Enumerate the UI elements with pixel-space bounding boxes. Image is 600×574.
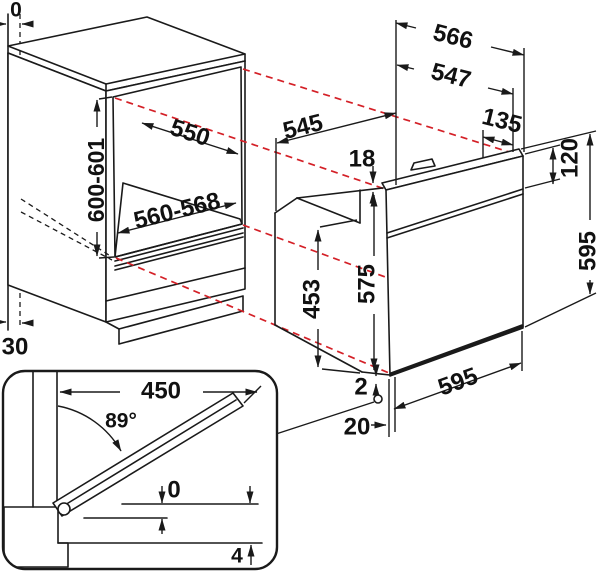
- dim-panel-height-label: 120: [557, 138, 584, 178]
- cabinet-drawing: [7, 16, 246, 345]
- dim-depth-total-label: 566: [430, 19, 475, 55]
- dim-width-label: 595: [435, 362, 482, 401]
- dim-door-length-label: 450: [141, 378, 181, 405]
- dim-overhang-label: 20: [344, 414, 371, 441]
- dim-wall-gap-label: 0: [10, 0, 22, 22]
- dim-top-gap-label: 18: [349, 146, 376, 173]
- dim-body-height-label: 453: [299, 279, 326, 319]
- dim-door-angle-label: 89°: [105, 410, 137, 433]
- dim-depth-body-label: 547: [428, 58, 473, 94]
- dim-body-depth-label: 545: [280, 109, 325, 145]
- door-clearance-inset: [1, 369, 279, 571]
- dim-plinth-label: 30: [2, 334, 29, 361]
- dim-front-height-label: 575: [354, 264, 381, 304]
- dim-front-depth-label: 135: [479, 103, 524, 139]
- door-hinge: [57, 502, 71, 516]
- oven-dimensions: [275, 20, 597, 437]
- dim-protrusion-label: 4: [231, 545, 243, 568]
- dim-niche-height-label: 600-601: [83, 138, 109, 223]
- dim-bottom-gap-label: 2: [354, 374, 367, 401]
- dim-flush-gap-label: 0: [167, 477, 180, 504]
- oven-drawing: [274, 148, 524, 435]
- door-gap-callout-point: [373, 394, 383, 404]
- oven-front-panel: [385, 155, 524, 377]
- oven-body: [274, 187, 391, 376]
- oven-top-bracket: [410, 158, 436, 171]
- cabinet-dimensions: [93, 96, 239, 259]
- dim-height-label: 595: [575, 231, 600, 271]
- oven-fascia: [381, 148, 524, 377]
